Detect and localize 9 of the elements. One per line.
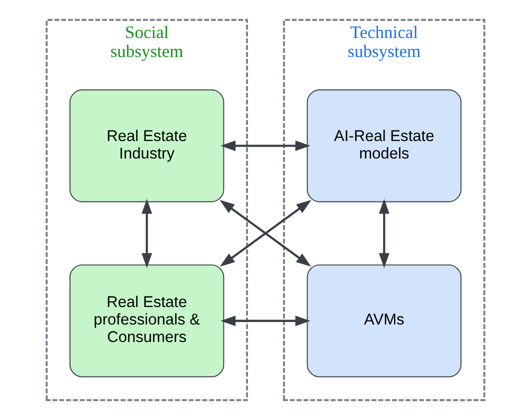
- arrow: [378, 198, 390, 268]
- arrow: [220, 140, 310, 152]
- node-box: Real Estate Industry: [70, 89, 224, 202]
- arrow: [220, 200, 312, 267]
- node-box: AVMs: [306, 264, 462, 378]
- node-box: AI-Real Estate models: [306, 89, 462, 202]
- arrow: [220, 316, 310, 326]
- node-box: Real Estate professionals & Consumers: [70, 264, 224, 378]
- arrow: [142, 198, 152, 268]
